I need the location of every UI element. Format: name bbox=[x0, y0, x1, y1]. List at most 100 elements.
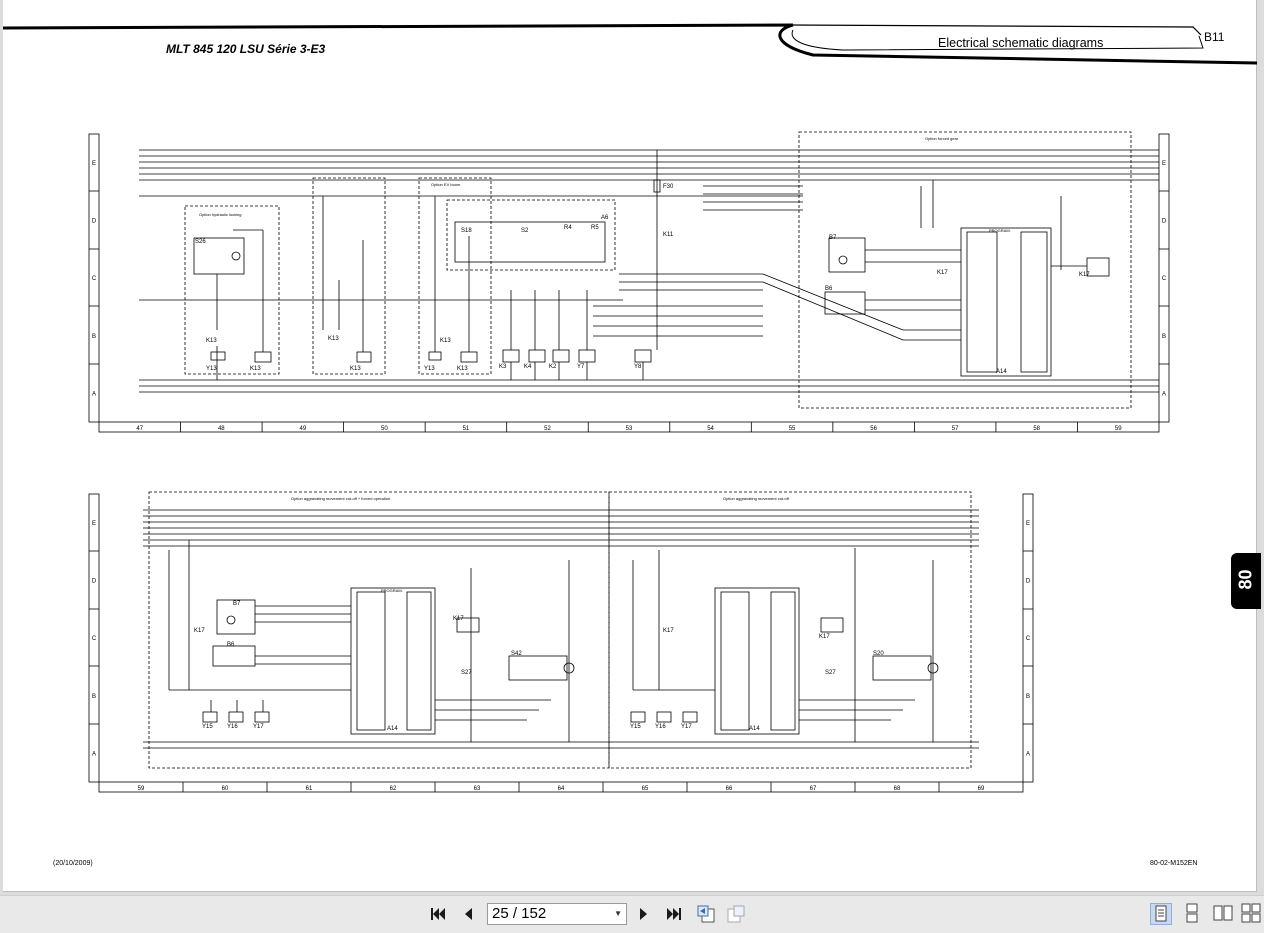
row-label: E bbox=[1026, 521, 1030, 527]
component-label: S2 bbox=[521, 228, 529, 234]
column-label: 64 bbox=[558, 786, 565, 792]
column-label: 67 bbox=[810, 786, 817, 792]
component-label: Y15 bbox=[202, 724, 213, 730]
component-label: K17 bbox=[663, 628, 674, 634]
row-label: C bbox=[92, 636, 97, 642]
row-label: E bbox=[1162, 161, 1166, 167]
component-label: K13 bbox=[457, 366, 468, 372]
component-label: K3 bbox=[499, 364, 507, 370]
component-label: B6 bbox=[825, 286, 833, 292]
column-label: 57 bbox=[952, 426, 959, 432]
next-page-icon[interactable] bbox=[633, 903, 655, 925]
chevron-down-icon[interactable]: ▼ bbox=[614, 909, 622, 918]
section-title: Electrical schematic diagrams bbox=[938, 36, 1104, 50]
component-label: S27 bbox=[461, 670, 472, 676]
component-label: K17 bbox=[194, 628, 205, 634]
component-label: Y13 bbox=[206, 366, 217, 372]
column-label: 52 bbox=[544, 426, 551, 432]
bottom-schematic bbox=[88, 491, 1034, 793]
component-label: Y7 bbox=[577, 364, 585, 370]
column-label: 59 bbox=[138, 786, 145, 792]
component-label: K13 bbox=[206, 338, 217, 344]
column-label: 51 bbox=[463, 426, 470, 432]
two-page-view-icon[interactable] bbox=[1213, 903, 1235, 925]
row-label: D bbox=[1162, 219, 1167, 225]
component-label: K2 bbox=[549, 364, 557, 370]
component-label: S27 bbox=[825, 670, 836, 676]
document-title: MLT 845 120 LSU Série 3-E3 bbox=[166, 42, 326, 56]
option-box-title: Option aggravating movement cut-off + fo… bbox=[291, 496, 390, 501]
top-schematic bbox=[88, 131, 1170, 433]
row-label: E bbox=[92, 521, 96, 527]
go-forward-icon[interactable] bbox=[725, 903, 747, 925]
component-label: K13 bbox=[350, 366, 361, 372]
continuous-view-icon[interactable] bbox=[1182, 903, 1204, 925]
row-label: C bbox=[1026, 636, 1031, 642]
row-label: E bbox=[92, 161, 96, 167]
row-label: A bbox=[92, 391, 96, 397]
column-label: 48 bbox=[218, 426, 225, 432]
component-label: Y16 bbox=[655, 724, 666, 730]
component-label: K13 bbox=[250, 366, 261, 372]
row-label: D bbox=[92, 219, 97, 225]
document-reference: 80-02-M152EN bbox=[1150, 860, 1198, 867]
column-label: 49 bbox=[300, 426, 307, 432]
option-box-title: Option EV boom bbox=[431, 182, 461, 187]
document-date: (20/10/2009) bbox=[53, 860, 93, 867]
component-label: Y13 bbox=[424, 366, 435, 372]
column-label: 62 bbox=[390, 786, 397, 792]
row-label: A bbox=[1026, 751, 1030, 757]
go-back-icon[interactable] bbox=[695, 903, 717, 925]
row-label: B bbox=[1162, 334, 1166, 340]
component-label: K17 bbox=[819, 634, 830, 640]
page-number-input[interactable]: 25 / 152 ▼ bbox=[487, 903, 627, 925]
component-label: K13 bbox=[440, 338, 451, 344]
component-label: Y17 bbox=[681, 724, 692, 730]
column-label: 47 bbox=[136, 426, 143, 432]
component-label: B7 bbox=[233, 601, 241, 607]
column-label: 66 bbox=[726, 786, 733, 792]
component-label: B7 bbox=[829, 235, 837, 241]
component-label: A14 bbox=[749, 726, 760, 732]
column-label: 61 bbox=[306, 786, 313, 792]
row-label: B bbox=[1026, 694, 1030, 700]
viewer-toolbar: 25 / 152 ▼ bbox=[0, 895, 1264, 933]
prev-page-icon[interactable] bbox=[457, 903, 479, 925]
component-label: PROGRAM. bbox=[381, 588, 403, 593]
column-label: 59 bbox=[1115, 426, 1122, 432]
component-label: A14 bbox=[387, 726, 398, 732]
component-label: A14 bbox=[996, 369, 1007, 375]
component-label: A6 bbox=[601, 215, 609, 221]
row-label: C bbox=[1162, 276, 1167, 282]
component-label: F30 bbox=[663, 184, 674, 190]
column-label: 55 bbox=[789, 426, 796, 432]
two-page-continuous-view-icon[interactable] bbox=[1241, 903, 1263, 925]
option-box-title: Option forced gear bbox=[925, 136, 959, 141]
component-label: R5 bbox=[591, 225, 599, 231]
option-box-title: Option aggravating movement cut-off bbox=[723, 496, 790, 501]
row-label: B bbox=[92, 334, 96, 340]
column-label: 54 bbox=[707, 426, 714, 432]
row-label: A bbox=[1162, 391, 1166, 397]
component-label: K17 bbox=[1079, 272, 1090, 278]
column-label: 53 bbox=[626, 426, 633, 432]
component-label: S42 bbox=[511, 651, 522, 657]
component-label: Y16 bbox=[227, 724, 238, 730]
option-box-title: Option hydraulic locking bbox=[199, 212, 241, 217]
page-number-value: 25 / 152 bbox=[492, 905, 547, 922]
component-label: K17 bbox=[453, 616, 464, 622]
single-page-view-icon[interactable] bbox=[1150, 903, 1172, 925]
component-label: S20 bbox=[873, 651, 884, 657]
column-label: 58 bbox=[1033, 426, 1040, 432]
first-page-icon[interactable] bbox=[427, 903, 449, 925]
component-label: Y17 bbox=[253, 724, 264, 730]
component-label: K4 bbox=[524, 364, 532, 370]
component-label: R4 bbox=[564, 225, 572, 231]
last-page-icon[interactable] bbox=[663, 903, 685, 925]
